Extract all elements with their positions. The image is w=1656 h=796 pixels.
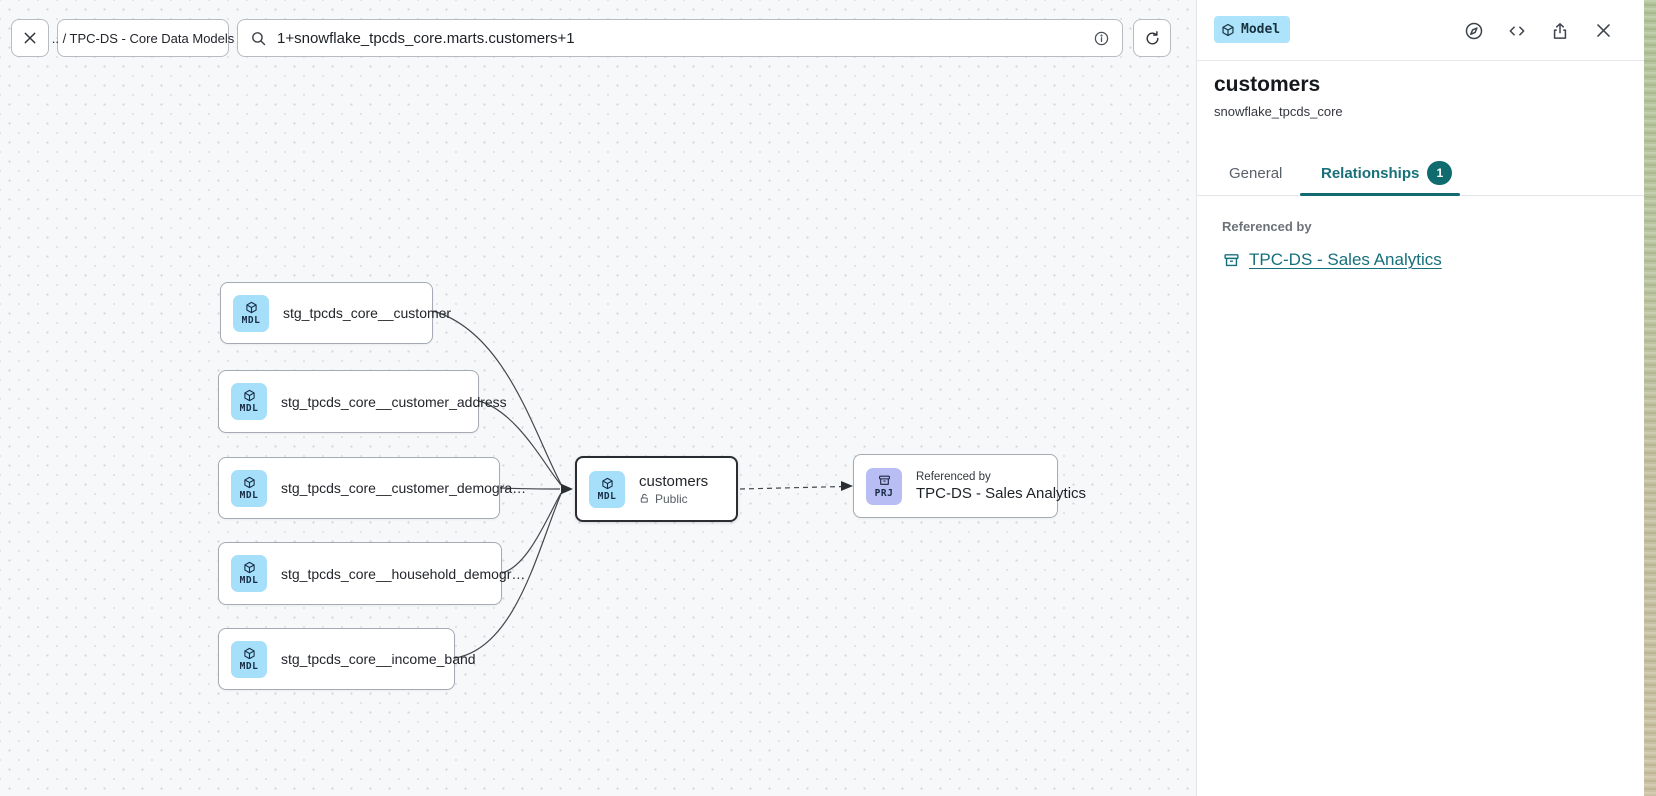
referenced-by-label: Referenced by [1222, 219, 1312, 234]
share-icon [1553, 22, 1567, 39]
share-button[interactable] [1545, 16, 1575, 46]
node-referenced-by-project[interactable]: PRJ Referenced by TPC-DS - Sales Analyti… [853, 454, 1086, 518]
panel-header: Model [1197, 0, 1644, 61]
breadcrumb[interactable]: .. / TPC-DS - Core Data Models [52, 19, 234, 57]
node-customers-selected[interactable]: MDL customers Public [575, 456, 738, 522]
page-title: customers [1214, 73, 1321, 96]
model-chip: MDL [231, 469, 267, 507]
tab-general[interactable]: General [1229, 150, 1282, 196]
desktop-wallpaper-strip [1644, 0, 1656, 796]
panel-tabs: General Relationships 1 [1197, 150, 1644, 196]
reference-project-link[interactable]: TPC-DS - Sales Analytics [1249, 250, 1442, 269]
visibility-row: Public [639, 492, 708, 506]
cube-icon [243, 647, 255, 659]
node-stg-tpcds-core-customer-demographics[interactable]: MDL stg_tpcds_core__customer_demogra… [218, 457, 526, 519]
model-chip: MDL [231, 555, 267, 592]
explore-lineage-button[interactable] [1459, 16, 1489, 46]
reference-link-row[interactable]: TPC-DS - Sales Analytics [1223, 250, 1442, 270]
model-chip: MDL [589, 470, 625, 508]
model-chip-label: MDL [239, 575, 259, 586]
detail-panel: Model customers snowflake_tpcds_core Gen… [1196, 0, 1644, 796]
node-label: stg_tpcds_core__household_demogr… [281, 565, 526, 582]
node-label: stg_tpcds_core__customer_demogra… [281, 480, 527, 496]
relationships-count-badge: 1 [1427, 161, 1453, 185]
tab-relationships-label: Relationships [1321, 164, 1420, 182]
active-tab-underline [1300, 193, 1460, 196]
node-stg-tpcds-core-income-band[interactable]: MDL stg_tpcds_core__income_band [218, 628, 476, 690]
close-panel-button[interactable] [1588, 16, 1618, 46]
node-label: stg_tpcds_core__customer [283, 305, 452, 321]
model-chip: MDL [231, 383, 267, 420]
model-chip-label: MDL [239, 489, 259, 501]
model-chip-label: MDL [239, 660, 259, 672]
info-icon[interactable] [1093, 30, 1110, 47]
entity-type-badge: Model [1214, 16, 1291, 43]
refresh-button[interactable] [1133, 19, 1171, 57]
refresh-icon [1145, 30, 1159, 44]
close-lineage-button[interactable] [11, 19, 49, 57]
node-label: stg_tpcds_core__income_band [281, 651, 476, 667]
search-input[interactable] [277, 29, 1083, 47]
node-caption: Referenced by [916, 470, 991, 483]
model-chip-label: MDL [239, 403, 259, 414]
model-chip: MDL [233, 294, 269, 332]
tab-relationships[interactable]: Relationships 1 [1321, 150, 1453, 196]
archive-icon [1224, 253, 1239, 266]
lineage-canvas[interactable]: MDL stg_tpcds_core__customer MDL stg_tpc… [0, 0, 1196, 796]
entity-type-label: Model [1241, 22, 1281, 37]
model-chip: MDL [231, 640, 267, 678]
node-label: stg_tpcds_core__customer_address [281, 393, 507, 410]
search-icon [252, 31, 266, 45]
close-icon [1596, 24, 1610, 37]
archive-icon [878, 475, 890, 485]
project-chip-label: PRJ [874, 487, 894, 499]
compass-icon [1465, 22, 1483, 39]
visibility-label: Public [655, 491, 688, 506]
node-stg-tpcds-core-customer[interactable]: MDL stg_tpcds_core__customer [220, 282, 451, 344]
lineage-edges [432, 310, 853, 659]
cube-icon [243, 389, 255, 402]
schema-subtitle: snowflake_tpcds_core [1214, 104, 1343, 119]
node-label: TPC-DS - Sales Analytics [916, 484, 1087, 502]
unlock-icon [640, 493, 648, 503]
node-stg-tpcds-core-customer-address[interactable]: MDL stg_tpcds_core__customer_address [218, 370, 507, 433]
node-stg-tpcds-core-household-demographics[interactable]: MDL stg_tpcds_core__household_demogr… [218, 542, 525, 605]
project-chip: PRJ [866, 467, 902, 505]
code-icon [1509, 25, 1525, 36]
cube-icon [601, 477, 613, 489]
cube-icon [1222, 23, 1234, 36]
breadcrumb-label: .. / TPC-DS - Core Data Models [51, 30, 235, 46]
cube-icon [243, 561, 255, 574]
cube-icon [245, 301, 257, 313]
cube-icon [243, 476, 255, 488]
lineage-search[interactable] [237, 19, 1123, 57]
model-chip-label: MDL [597, 490, 617, 502]
tab-general-label: General [1229, 164, 1283, 182]
node-label: customers [639, 472, 709, 490]
model-chip-label: MDL [241, 314, 261, 326]
close-icon [24, 32, 36, 44]
view-code-button[interactable] [1502, 16, 1532, 46]
